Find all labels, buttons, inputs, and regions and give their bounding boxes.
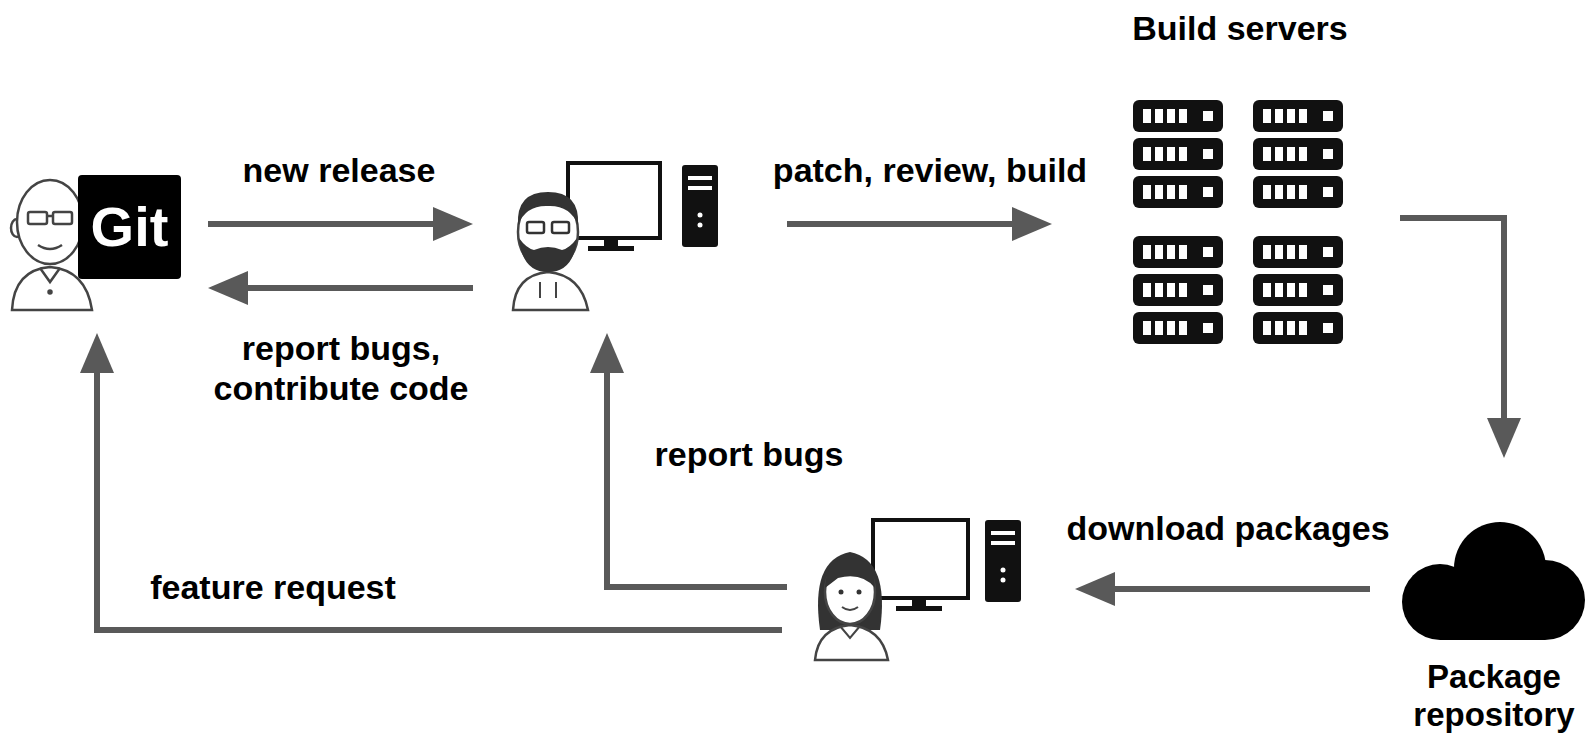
arrow-head	[1012, 207, 1052, 241]
flow-arrow	[1400, 218, 1521, 458]
maintainer-node	[505, 160, 722, 312]
node-caption: Package repository	[1400, 658, 1588, 734]
node-title: Build servers	[1132, 8, 1347, 48]
edge-label: download packages	[1066, 508, 1389, 548]
arrow-head	[433, 207, 473, 241]
arrow-line	[787, 221, 1012, 227]
upstream-project: Git	[8, 170, 186, 312]
flow-arrow	[208, 271, 473, 305]
server-rack	[1133, 100, 1343, 344]
edge-label: report bugs, contribute code	[191, 328, 491, 408]
arrow-head	[1075, 572, 1115, 606]
user-node	[805, 505, 1025, 663]
arrow-head	[80, 333, 114, 373]
arrow-line	[208, 221, 433, 227]
edge-label: patch, review, build	[773, 150, 1087, 190]
edge-label: new release	[243, 150, 436, 190]
build-servers: Build servers	[1120, 8, 1360, 348]
git-logo: Git	[78, 175, 181, 279]
user	[815, 520, 1021, 660]
cloud-icon	[1402, 522, 1585, 640]
maintainer	[513, 163, 718, 310]
arrow-line	[97, 373, 782, 630]
arrow-head	[590, 333, 624, 373]
flow-arrow	[1075, 572, 1370, 606]
flow-arrow	[787, 207, 1052, 241]
arrow-line	[607, 373, 787, 587]
flow-arrow	[208, 207, 473, 241]
arrow-line	[1115, 586, 1370, 592]
edge-label: report bugs	[655, 434, 844, 474]
edge-label: feature request	[150, 567, 396, 607]
arrow-line	[248, 285, 473, 291]
arrow-head	[208, 271, 248, 305]
arrow-line	[1400, 218, 1504, 418]
arrow-head	[1487, 418, 1521, 458]
package-repository: Package repository	[1400, 515, 1588, 740]
